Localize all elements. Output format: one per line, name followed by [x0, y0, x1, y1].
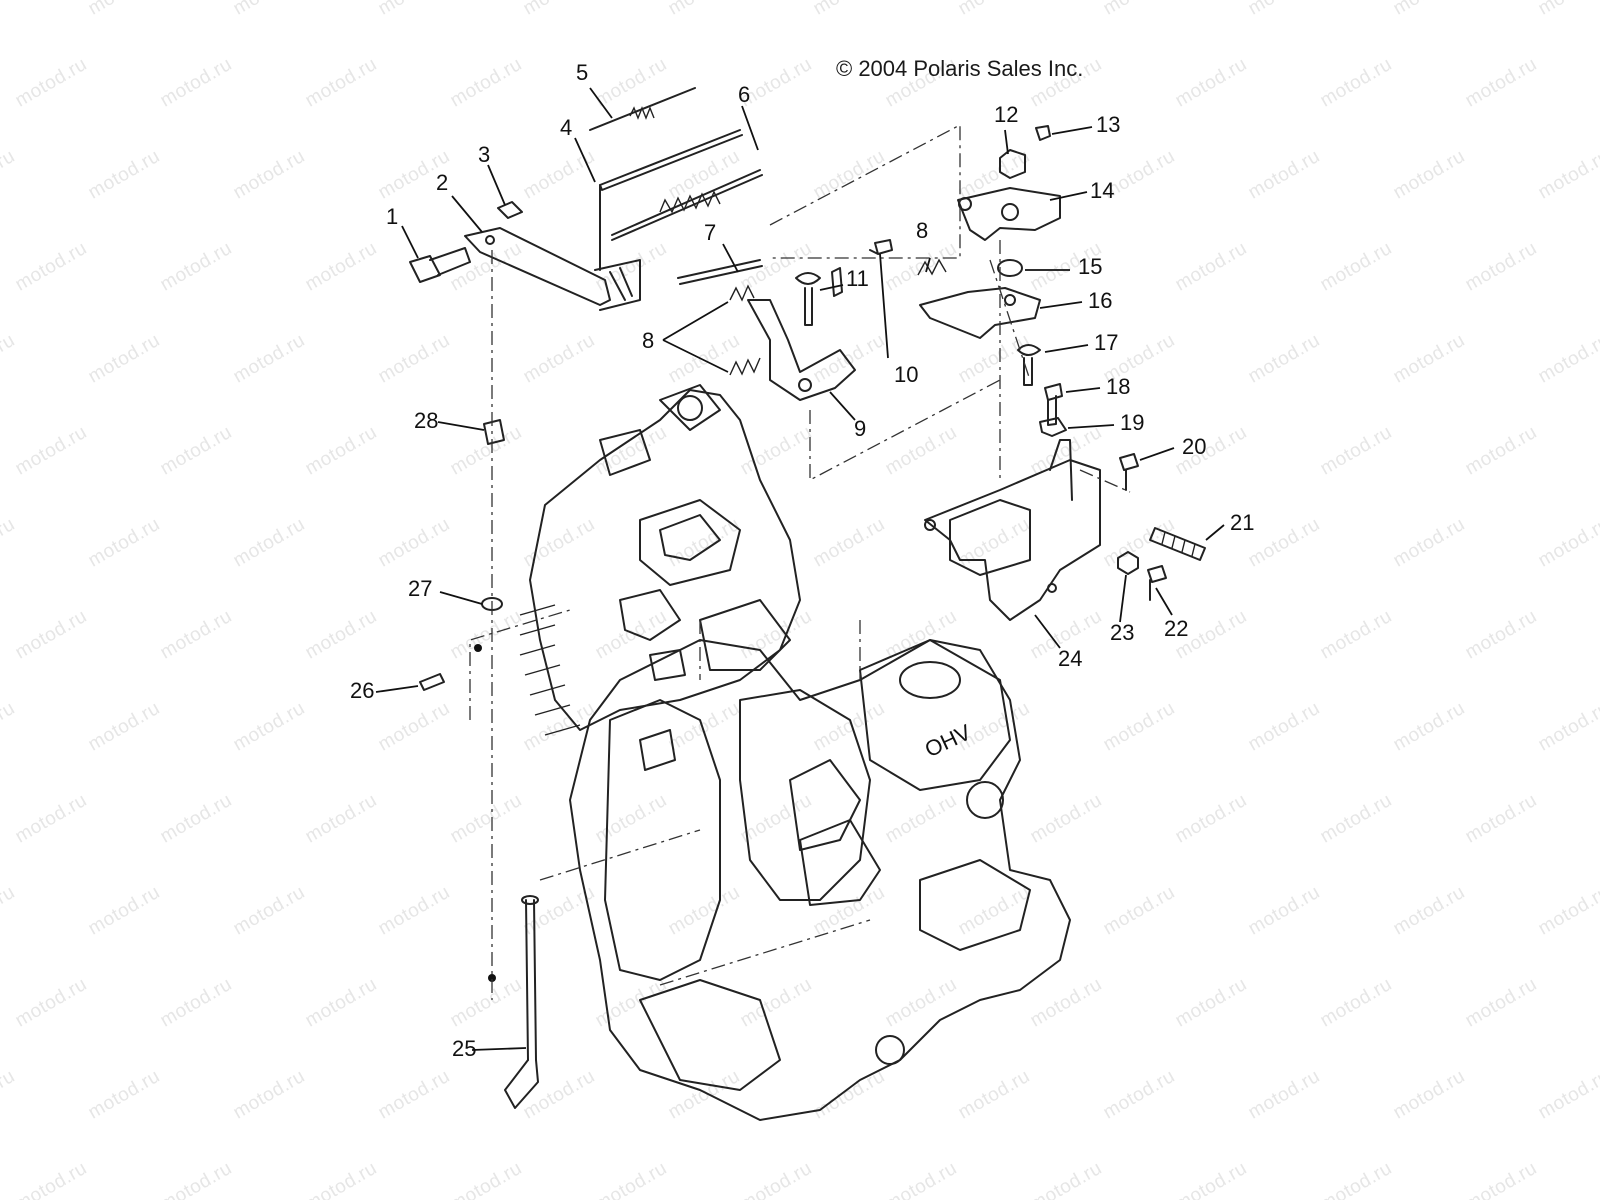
callout-9: 9 — [854, 416, 866, 441]
callout-16: 16 — [1088, 288, 1112, 313]
part-4-rod — [599, 129, 743, 271]
part-25-dipstick — [488, 895, 539, 1109]
callout-1: 1 — [386, 204, 398, 229]
callout-27: 27 — [408, 576, 432, 601]
part-12-nut — [999, 149, 1026, 179]
part-26-pin — [419, 644, 482, 691]
callout-10: 10 — [894, 362, 918, 387]
callout-4: 4 — [560, 115, 572, 140]
part-5-spring-rod — [589, 87, 696, 131]
callout-13: 13 — [1096, 112, 1120, 137]
part-14-plate — [957, 187, 1061, 241]
engine-marking-ohv: OHV — [921, 719, 975, 762]
part-1-bolt — [409, 247, 471, 283]
callout-25: 25 — [452, 1036, 476, 1061]
callout-22: 22 — [1164, 616, 1188, 641]
engine-block: OHV — [569, 639, 1071, 1121]
part-6-spring-rod — [611, 169, 763, 241]
callout-20: 20 — [1182, 434, 1206, 459]
part-17-bolt — [1017, 344, 1041, 386]
pin-marker-dot — [474, 644, 482, 652]
alignment-lines — [469, 123, 1131, 1000]
part-8-spring-upper — [917, 258, 947, 276]
callout-19: 19 — [1120, 410, 1144, 435]
part-18-bolt — [1044, 383, 1063, 426]
part-20-bolt — [1119, 453, 1139, 491]
callout-28: 28 — [414, 408, 438, 433]
callout-8-upper: 8 — [916, 218, 928, 243]
callout-21: 21 — [1230, 510, 1254, 535]
callout-12: 12 — [994, 102, 1018, 127]
callout-23: 23 — [1110, 620, 1134, 645]
copyright-notice: © 2004 Polaris Sales Inc. — [836, 56, 1084, 81]
callout-6: 6 — [738, 82, 750, 107]
part-13-screw — [1035, 125, 1051, 141]
part-16-plate — [919, 287, 1041, 339]
callout-3: 3 — [478, 142, 490, 167]
part-10-screw — [869, 239, 893, 255]
part-19-clamp — [1039, 417, 1067, 437]
part-9-bracket — [747, 267, 856, 401]
callout-17: 17 — [1094, 330, 1118, 355]
callout-5: 5 — [576, 60, 588, 85]
leader-lines — [375, 87, 1225, 1051]
callout-labels: 1 2 3 4 5 6 7 8 9 10 11 12 13 14 15 16 1… — [350, 60, 1254, 1061]
callout-7: 7 — [704, 220, 716, 245]
callout-2: 2 — [436, 170, 448, 195]
part-8-spring-lower — [729, 284, 761, 376]
callout-15: 15 — [1078, 254, 1102, 279]
dipstick-marker-dot — [488, 974, 496, 982]
callout-11: 11 — [846, 266, 869, 291]
part-2-lever-arm — [464, 227, 641, 311]
part-22-bolt — [1147, 565, 1167, 601]
cylinder-head — [519, 384, 801, 771]
part-15-washer — [997, 259, 1023, 277]
callout-24: 24 — [1058, 646, 1082, 671]
part-23-nut — [1117, 551, 1139, 575]
part-3-square-nut — [497, 201, 523, 219]
callout-8-lower: 8 — [642, 328, 654, 353]
part-11-pin — [795, 272, 821, 326]
part-24-mounting-bracket — [924, 439, 1101, 621]
callout-18: 18 — [1106, 374, 1130, 399]
part-28-bushing — [483, 419, 505, 445]
callout-26: 26 — [350, 678, 374, 703]
callout-14: 14 — [1090, 178, 1114, 203]
part-21-sensor — [1149, 527, 1206, 561]
part-7-link — [677, 259, 763, 285]
